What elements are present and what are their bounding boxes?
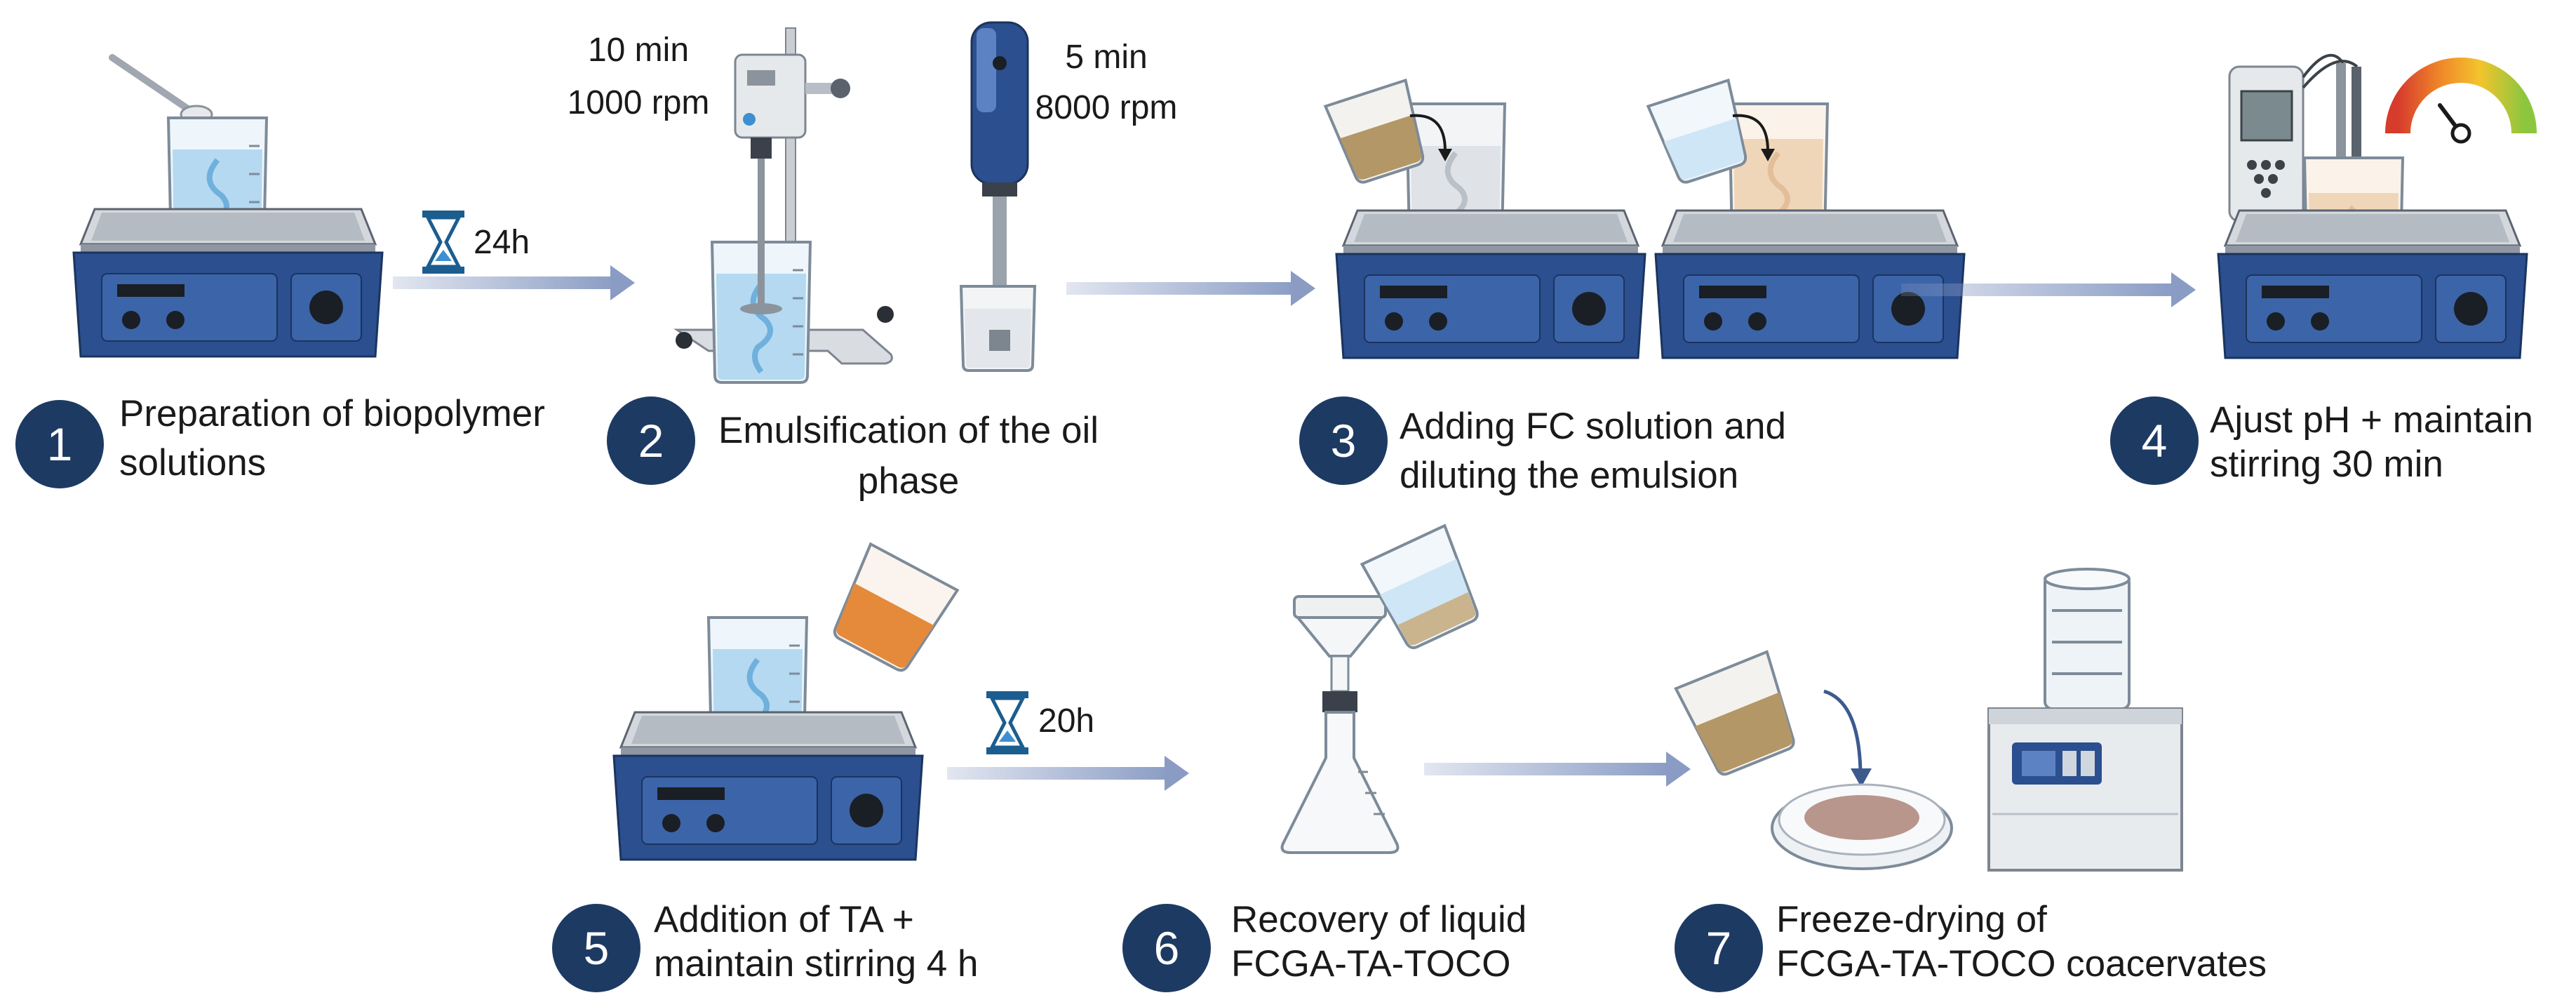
step-badge-1: 1: [15, 400, 104, 488]
step-6-label-line-2: FCGA-TA-TOCO: [1231, 943, 1511, 985]
arrow-3: [1901, 272, 2196, 307]
step-3-label-line-2: diluting the emulsion: [1400, 455, 1739, 496]
pouring-cup-icon: [833, 542, 960, 672]
step-4-label-line-2: stirring 30 min: [2210, 444, 2443, 485]
pouring-cup-icon: [1674, 650, 1795, 776]
step-badge-4: 4: [2110, 396, 2199, 485]
step-1-label-line-2: solutions: [119, 442, 267, 484]
step-1-illustration: [72, 54, 384, 358]
step-badge-2: 2: [607, 396, 695, 485]
arrow-5: [1424, 752, 1691, 787]
hotplate-stirrer-icon: [72, 208, 384, 358]
arrow-1: [393, 211, 635, 300]
step-3-label-line-1: Adding FC solution and: [1400, 406, 1786, 447]
hotplate-stirrer-icon: [1335, 209, 1646, 359]
arrow-4: [947, 691, 1189, 791]
step-4-label-line-1: Ajust pH + maintain: [2210, 399, 2534, 441]
step-5-illustration: [612, 542, 960, 861]
hotplate-stirrer-icon: [612, 711, 924, 861]
pouring-cup-icon: [1360, 523, 1479, 650]
step-badge-6: 6: [1122, 904, 1211, 992]
step-7-illustration: [1674, 568, 2183, 872]
step-1-label-line-1: Preparation of biopolymer: [119, 393, 545, 434]
step-7-label-line-1: Freeze-drying of: [1776, 899, 2047, 940]
timer-label-24h: 24h: [474, 224, 530, 261]
hourglass-icon: [986, 691, 1028, 754]
hotplate-stirrer-icon: [2217, 209, 2528, 359]
mixer-2-time: 5 min: [1065, 39, 1148, 76]
erlenmeyer-flask-icon: [1280, 711, 1400, 854]
step-badge-5: 5: [552, 904, 640, 992]
gauge-icon: [2385, 58, 2537, 144]
buchner-funnel-icon: [1293, 595, 1387, 712]
homogenizer-icon: [959, 21, 1037, 372]
overhead-stirrer-icon: [673, 27, 894, 382]
step-5-label-line-2: maintain stirring 4 h: [654, 943, 979, 985]
freeze-dryer-icon: [1987, 568, 2183, 872]
step-2-label-line-2: phase: [857, 460, 960, 502]
timer-label-20h: 20h: [1038, 702, 1095, 740]
step-5-label-line-1: Addition of TA +: [654, 899, 914, 940]
step-7-label-line-2: FCGA-TA-TOCO coacervates: [1776, 943, 2267, 985]
step-badge-7: 7: [1675, 904, 1763, 992]
step-badge-3: 3: [1299, 396, 1388, 485]
mixer-1-time: 10 min: [587, 32, 690, 69]
step-6-illustration: [1280, 523, 1479, 854]
step-4-illustration: [2217, 53, 2537, 359]
petri-dish-icon: [1771, 783, 1953, 870]
step-6-label-line-1: Recovery of liquid: [1231, 899, 1527, 940]
arrow-2: [1066, 271, 1315, 306]
hourglass-icon: [422, 211, 464, 274]
mixer-2-speed: 8000 rpm: [1035, 89, 1178, 126]
mixer-1-speed: 1000 rpm: [567, 84, 710, 121]
step-2-label-line-1: Emulsification of the oil: [718, 410, 1099, 451]
step-3-illustration: [1324, 79, 1966, 359]
